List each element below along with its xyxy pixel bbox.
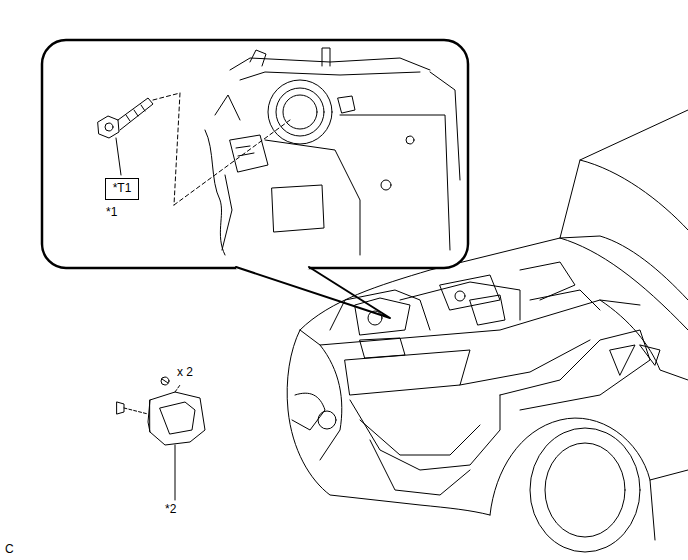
tool-box: *T1 [105, 178, 139, 200]
callout-number: *1 [106, 206, 117, 220]
callout-number: C [5, 543, 14, 557]
callout-frame [42, 40, 468, 318]
tool-code: *T1 [113, 182, 132, 196]
engine-illustration [205, 48, 460, 255]
callout-number: x 2 [177, 366, 193, 380]
cover-illustration [117, 377, 205, 500]
bolt-illustration [98, 93, 290, 205]
callout-number: *2 [165, 503, 176, 517]
